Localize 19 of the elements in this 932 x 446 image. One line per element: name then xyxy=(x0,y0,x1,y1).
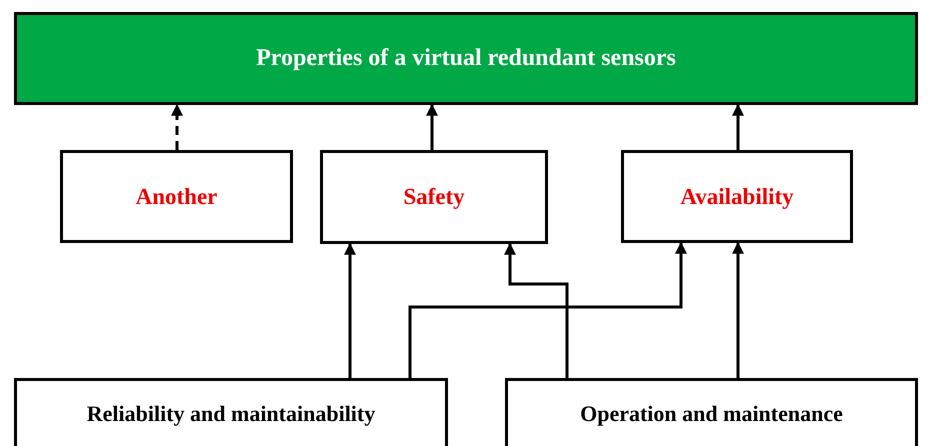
property-box xyxy=(320,150,548,244)
label: Operation and maintenance xyxy=(580,401,843,427)
arrow xyxy=(408,242,687,378)
label: Safety xyxy=(403,184,465,210)
title-banner xyxy=(14,12,918,105)
arrow xyxy=(732,104,744,150)
factor-box xyxy=(505,378,918,446)
arrow xyxy=(426,104,438,150)
property-box xyxy=(60,150,293,243)
label: Availability xyxy=(680,184,794,210)
label: Another xyxy=(136,184,218,210)
arrow xyxy=(344,242,356,378)
title: Properties of a virtual redundant sensors xyxy=(256,45,676,72)
arrow xyxy=(171,104,183,150)
arrow xyxy=(732,242,744,378)
label: Reliability and maintainability xyxy=(86,401,376,427)
arrow xyxy=(504,242,568,378)
factor-box xyxy=(14,378,448,446)
property-box xyxy=(621,150,853,243)
